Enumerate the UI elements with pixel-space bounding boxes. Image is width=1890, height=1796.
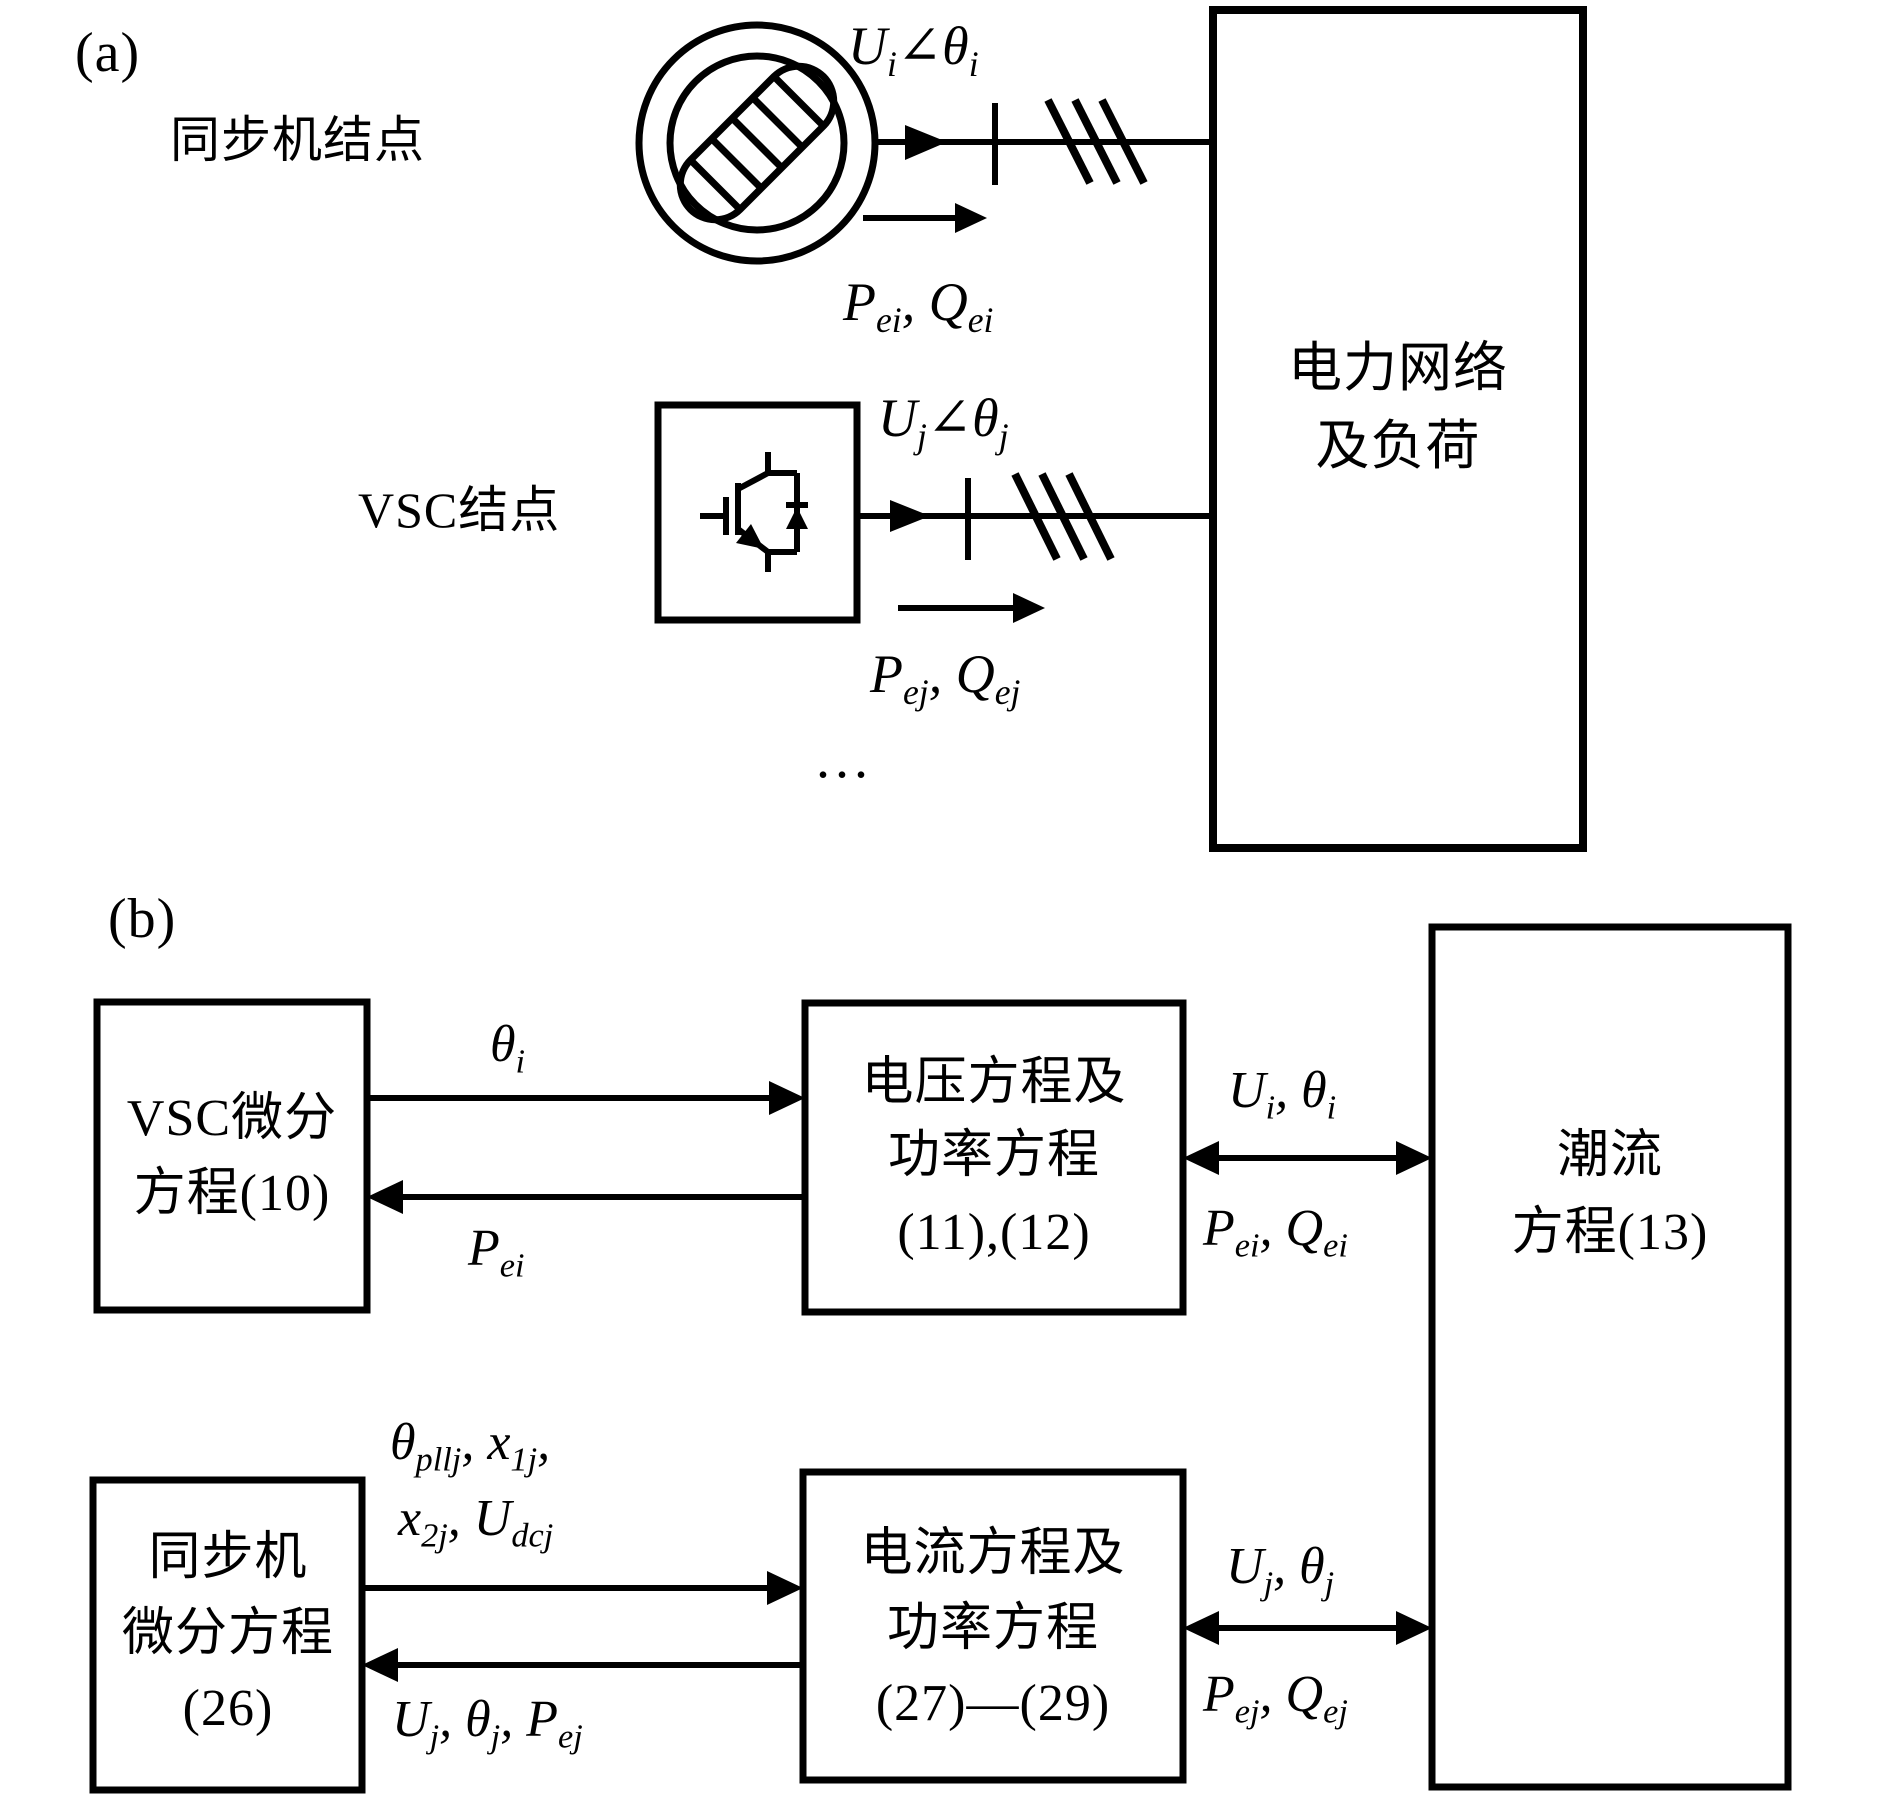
arrow-uj-back [362,1648,803,1682]
box-vsc-ode-line1: VSC微分 [126,1090,338,1147]
box-vsc-ode [93,998,371,1314]
box-current-power-line3: (27)—(29) [875,1675,1111,1732]
arrow-theta-i [367,1081,805,1115]
bus-i-voltage-label: Ui∠θi [848,16,979,84]
vsc-node-label: VSC结点 [358,482,561,538]
box-sync-ode-line1: 同步机 [148,1529,308,1586]
box-current-power-line1: 电流方程及 [860,1525,1126,1582]
arrow-pll-label-line2: x2j, Udcj [398,1490,554,1555]
arrow-p-ei [367,1180,805,1214]
bus-j-power-label: Pej, Qej [870,644,1021,712]
arrow-uj-bidirectional [1183,1611,1432,1645]
branch-arrowhead-i [905,125,947,160]
box-sync-ode-line2: 微分方程 [121,1605,335,1662]
bus-i-power-label: Pei, Qei [843,272,994,340]
diode-triangle [786,507,808,529]
network-box-line1: 电力网络 [1288,338,1508,398]
box-voltage-power-line3: (11),(12) [897,1204,1091,1261]
box-power-flow-line2: 方程(13) [1511,1204,1709,1261]
box-vsc-ode-line2: 方程(10) [133,1165,331,1222]
network-load-box [1209,6,1587,852]
ellipsis-more-nodes: ... [816,728,873,790]
arrow-p-ei-label: Pei [468,1220,525,1285]
arrow-pll-label-line1: θpllj, x1j, [390,1414,551,1479]
bus-j-voltage-label: Uj∠θj [878,388,1009,456]
arrow-pej-qej-label: Pej, Qej [1203,1666,1348,1731]
arrow-ui-bidirectional [1183,1141,1432,1175]
arrow-pll-states [362,1571,803,1605]
igbt-emitter-arrow [736,524,764,549]
arrow-uj-back-label: Uj, θj, Pej [392,1691,583,1756]
box-current-power-line2: 功率方程 [886,1600,1100,1657]
box-voltage-power-line1: 电压方程及 [861,1054,1127,1111]
flow-arrow-j [898,593,1045,623]
box-power-flow [1428,923,1792,1791]
sync-node-label: 同步机结点 [170,112,425,168]
arrow-uj-thetaj-label: Uj, θj [1226,1538,1335,1603]
network-box-line2: 及负荷 [1315,416,1481,476]
arrow-ui-thetai-label: Ui, θi [1228,1062,1337,1127]
flow-arrow-i [863,203,987,233]
line-slashes-j [1011,472,1115,561]
box-power-flow-line1: 潮流 [1556,1127,1664,1184]
panel-a-label: (a) [75,22,141,84]
line-slashes-i [1044,98,1148,185]
vsc-converter-icon [654,401,861,624]
box-sync-ode-line3: (26) [182,1680,274,1737]
panel-b-label: (b) [108,888,177,950]
box-voltage-power [801,999,1187,1316]
box-voltage-power-line2: 功率方程 [887,1127,1101,1184]
box-current-power [799,1468,1187,1784]
arrow-theta-i-label: θi [490,1016,526,1081]
generator-icon [635,21,879,265]
arrow-pei-qei-label: Pei, Qei [1203,1200,1348,1265]
box-sync-ode [89,1476,366,1794]
branch-arrowhead-j [890,500,930,532]
